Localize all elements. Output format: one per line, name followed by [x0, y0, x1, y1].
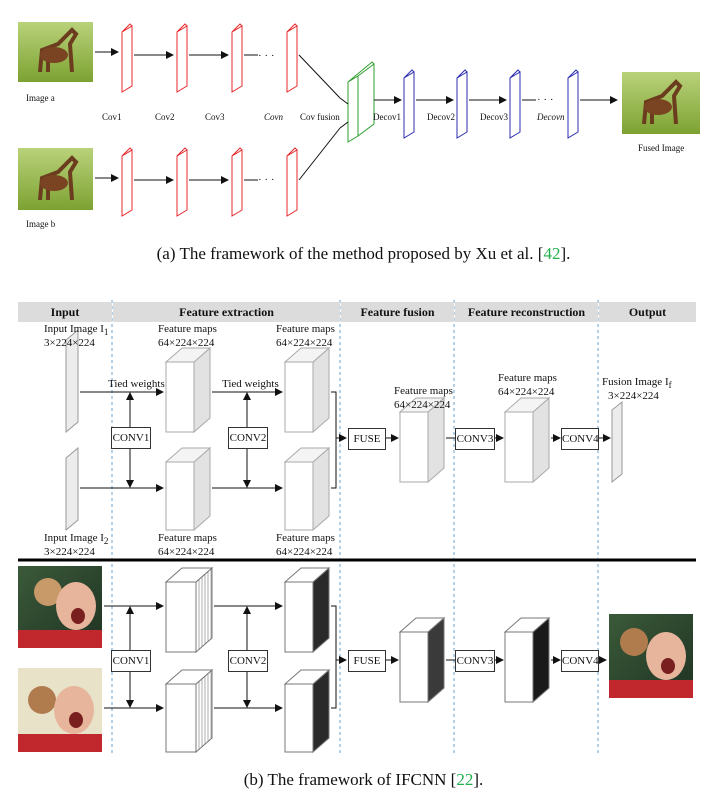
- conv2-box-top: CONV2: [228, 427, 268, 449]
- fused-horse-image: [622, 72, 700, 134]
- conv-stack-b: [121, 147, 298, 217]
- fusion-image-dims: 3×224×224: [608, 390, 659, 402]
- reconstructed-feature-stack: [503, 616, 551, 704]
- feature-maps-2a-dims: 64×224×224: [276, 337, 333, 349]
- image-b-label: Image b: [26, 219, 56, 229]
- recon-maps-dims: 64×224×224: [498, 386, 555, 398]
- feature-cube-2b: [283, 446, 331, 532]
- feature-cube-2a: [283, 346, 331, 434]
- conv1-box-top: CONV1: [111, 427, 151, 449]
- input2-label: Input Image I2: [44, 532, 109, 547]
- fuse-box-top: FUSE: [348, 428, 386, 450]
- feature-maps-1b-label: Feature maps: [158, 532, 217, 544]
- feature-stack-2a: [283, 566, 331, 654]
- header-feature-reconstruction: Feature reconstruction: [455, 302, 598, 322]
- fusion-image-label: Fusion Image If: [602, 376, 672, 391]
- deconv3-label: Decov3: [480, 112, 508, 122]
- fused-maps-label: Feature maps: [394, 385, 453, 397]
- conv4-box-bottom: CONV4: [561, 650, 599, 672]
- child-photo-input-2: [18, 668, 102, 752]
- fused-feature-cube: [398, 396, 446, 484]
- deconv-stack: [403, 69, 579, 139]
- input1-slab: [65, 328, 79, 434]
- fused-feature-stack: [398, 616, 446, 704]
- conv3-label: Cov3: [205, 112, 225, 122]
- column-dividers: [111, 300, 599, 755]
- conv2-box-bottom: CONV2: [228, 650, 268, 672]
- horse-image-a: [18, 22, 93, 82]
- conv3-box-top: CONV3: [455, 428, 495, 450]
- feature-maps-1b-dims: 64×224×224: [158, 546, 215, 558]
- fusion-layer: [347, 61, 375, 143]
- deconv-n-label: Decovn: [537, 112, 565, 122]
- conv4-box-top: CONV4: [561, 428, 599, 450]
- image-a-label: Image a: [26, 93, 55, 103]
- caption-b: (b) The framework of IFCNN [22].: [243, 770, 484, 789]
- fusion-label: Cov fusion: [300, 112, 340, 122]
- feature-maps-2b-dims: 64×224×224: [276, 546, 333, 558]
- input2-dims: 3×224×224: [44, 546, 95, 558]
- reconstructed-feature-cube: [503, 396, 551, 484]
- input1-label: Input Image I1: [44, 323, 109, 338]
- input1-dims: 3×224×224: [44, 337, 95, 349]
- fused-maps-dims: 64×224×224: [394, 399, 451, 411]
- caption-a: (a) The framework of the method proposed…: [156, 244, 571, 263]
- conv1-label: Cov1: [102, 112, 122, 122]
- header-input: Input: [18, 302, 112, 322]
- feature-stack-2b: [283, 668, 331, 754]
- feature-cube-1a: [164, 346, 212, 434]
- child-photo-input-1: [18, 566, 102, 648]
- fuse-box-bottom: FUSE: [348, 650, 386, 672]
- conv3-box-bottom: CONV3: [455, 650, 495, 672]
- conv1-box-bottom: CONV1: [111, 650, 151, 672]
- framework-diagrams: [18, 22, 700, 755]
- header-feature-extraction: Feature extraction: [113, 302, 340, 322]
- header-output: Output: [599, 302, 696, 322]
- part-a-diagram: [18, 22, 700, 217]
- conv-dots-bottom: · · ·: [258, 174, 275, 186]
- conv-n-label: Covn: [264, 112, 283, 122]
- output-slab: [611, 400, 623, 484]
- deconv2-label: Decov2: [427, 112, 455, 122]
- child-photo-fused: [609, 614, 693, 698]
- feature-maps-2b-label: Feature maps: [276, 532, 335, 544]
- deconv-dots: · · ·: [537, 94, 554, 106]
- conv-dots-top: · · ·: [258, 50, 275, 62]
- feature-maps-2a-label: Feature maps: [276, 323, 335, 335]
- feature-cube-1b: [164, 446, 212, 532]
- conv-stack-a: [121, 23, 298, 93]
- feature-maps-1a-label: Feature maps: [158, 323, 217, 335]
- feature-stack-1a: [164, 566, 214, 654]
- feature-maps-1a-dims: 64×224×224: [158, 337, 215, 349]
- recon-maps-label: Feature maps: [498, 372, 557, 384]
- part-b-diagram: [18, 300, 696, 755]
- fused-image-label: Fused Image: [638, 143, 685, 153]
- conv2-label: Cov2: [155, 112, 175, 122]
- deconv1-label: Decov1: [373, 112, 401, 122]
- horse-image-b: [18, 148, 93, 210]
- tied-weights-2: Tied weights: [222, 378, 279, 390]
- tied-weights-1: Tied weights: [108, 378, 165, 390]
- header-feature-fusion: Feature fusion: [341, 302, 454, 322]
- feature-stack-1b: [164, 668, 214, 754]
- input2-slab: [65, 446, 79, 532]
